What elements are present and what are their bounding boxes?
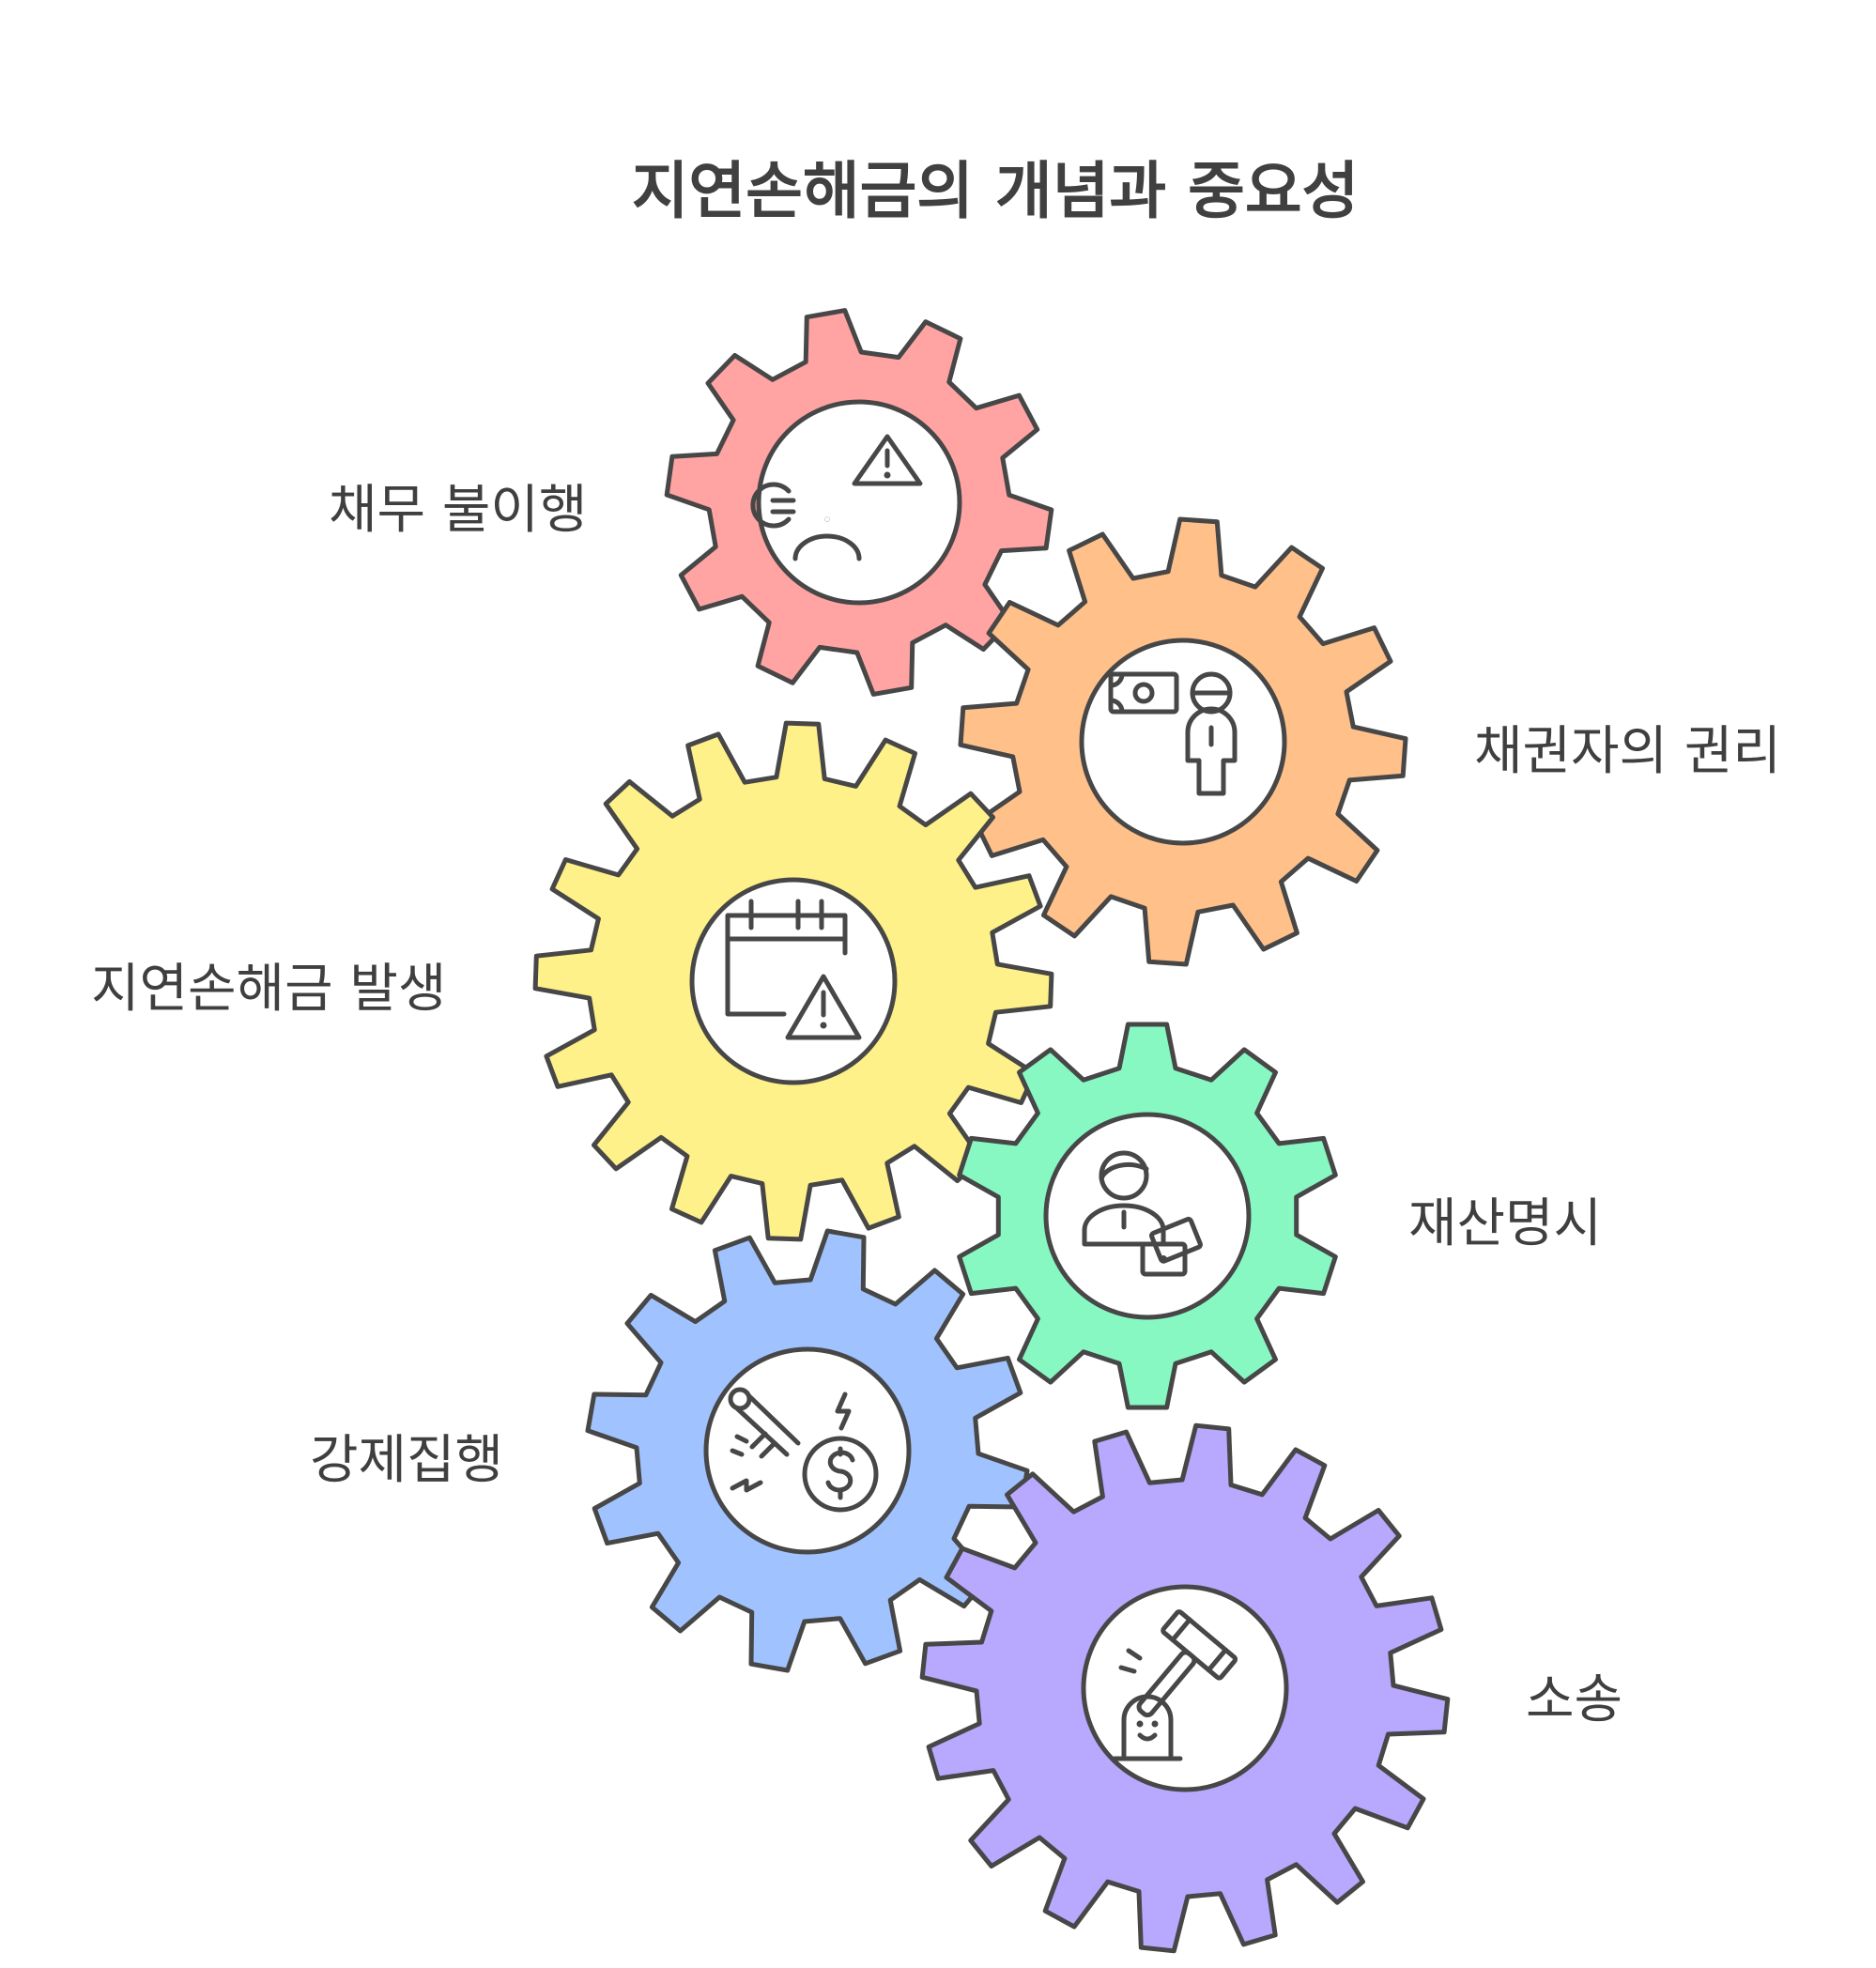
gavel-icon bbox=[1112, 1609, 1238, 1761]
gear-label-asset-disclosure: 재산명시 bbox=[1408, 1193, 1603, 1254]
sword-dollar-icon bbox=[728, 1387, 879, 1513]
person-cash-icon bbox=[1082, 1150, 1203, 1277]
gear-label-lawsuit: 소송 bbox=[1526, 1669, 1623, 1730]
gear-compulsory-execution bbox=[585, 1228, 1030, 1673]
euro-person-warning-icon bbox=[750, 434, 923, 561]
gear-lawsuit bbox=[919, 1422, 1451, 1954]
diagram-title: 지연손해금의 개념과 중요성 bbox=[631, 155, 1360, 227]
gear-label-creditor-rights: 채권자의 권리 bbox=[1474, 721, 1781, 782]
gear-label-late-fee-occurrence: 지연손해금 발생 bbox=[91, 959, 447, 1020]
gear-late-fee-occurrence bbox=[532, 720, 1054, 1242]
gear-asset-disclosure bbox=[957, 1022, 1338, 1410]
gear-label-debt-default: 채무 불이행 bbox=[329, 480, 588, 541]
calendar-warning-icon bbox=[725, 899, 862, 1040]
gear-label-compulsory-execution: 강제집행 bbox=[310, 1430, 504, 1491]
gear-debt-default bbox=[664, 308, 1054, 697]
gear-creditor-rights bbox=[958, 516, 1408, 967]
money-person-icon bbox=[1108, 671, 1238, 796]
